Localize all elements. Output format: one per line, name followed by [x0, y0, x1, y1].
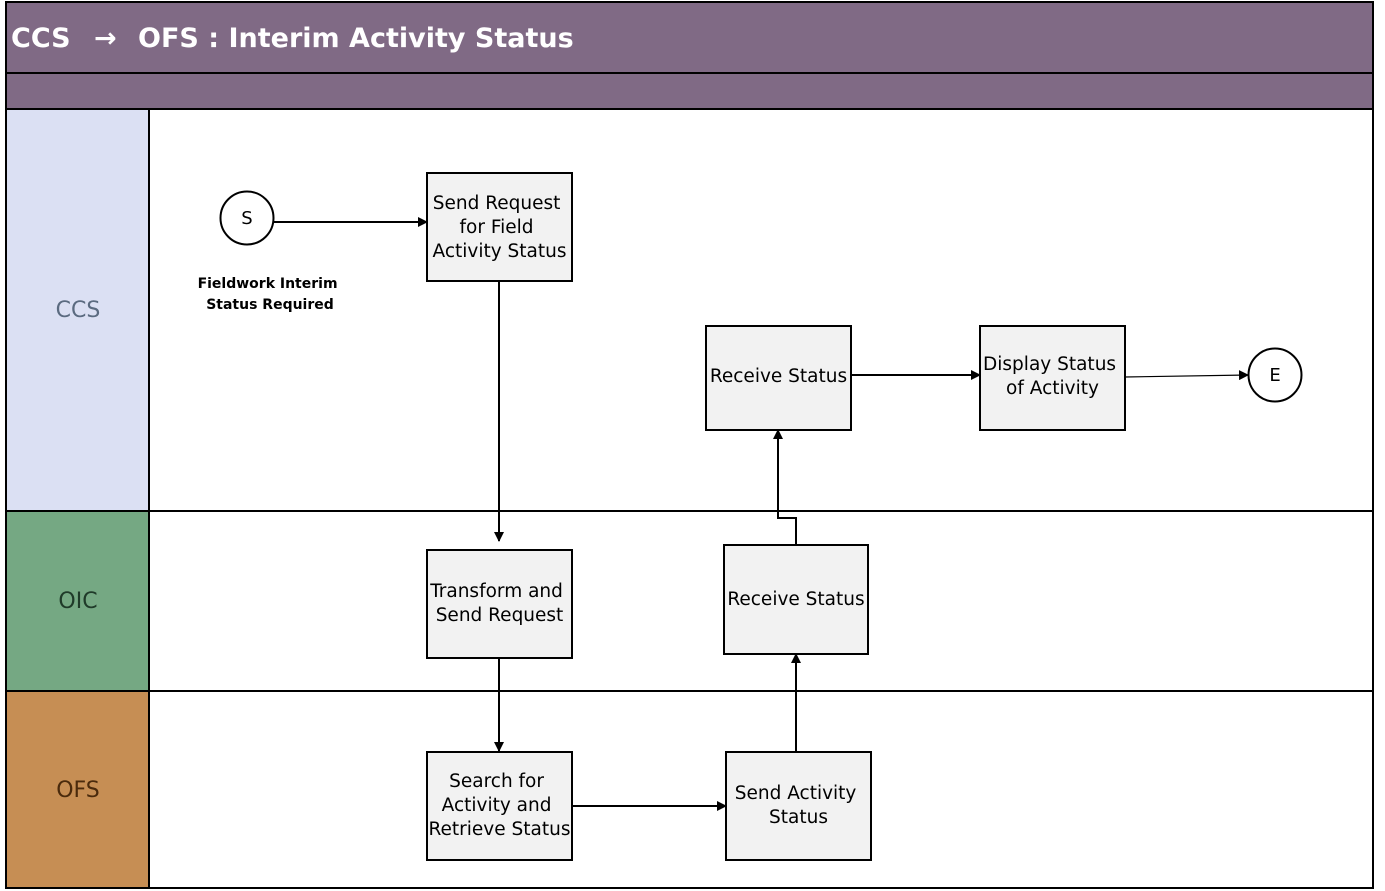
- lane-label-ccs: CCS: [56, 298, 101, 323]
- start-caption-line-1: Fieldwork Interim: [198, 276, 338, 292]
- box-receive-status-oic-line-1: Receive Status: [727, 589, 864, 610]
- box-receive-status-ccs-line-1: Receive Status: [710, 366, 847, 387]
- header-band: [5, 72, 1374, 110]
- box-send-request-line-1: Send Request: [433, 193, 561, 214]
- arrow-display-to-end: [1124, 370, 1249, 381]
- box-display-status-shape: [979, 325, 1126, 431]
- start-circle: [219, 190, 275, 246]
- box-display-status-line-2: of Activity: [1006, 378, 1099, 399]
- box-send-request-shape: [426, 172, 573, 282]
- box-search-shape: [426, 751, 573, 861]
- box-receive-status-ccs-label: Receive Status: [710, 366, 847, 387]
- end-letter: E: [1269, 365, 1280, 386]
- lane-label-oic: OIC: [58, 589, 97, 614]
- box-display-status-line-1: Display Status: [983, 354, 1116, 375]
- box-display-status: Display Status of Activity: [979, 325, 1126, 431]
- box-search-label: Search for Activity and Retrieve Status: [429, 771, 571, 840]
- box-receive-status-oic: Receive Status: [723, 544, 869, 655]
- start-caption: Fieldwork Interim Status Required: [198, 276, 343, 313]
- end-node: E: [1247, 347, 1303, 403]
- box-send-activity-shape: [725, 751, 872, 861]
- box-display-status-label: Display Status of Activity: [983, 354, 1122, 399]
- title-from: CCS: [11, 23, 71, 54]
- box-send-request-line-3: Activity Status: [432, 241, 566, 262]
- box-receive-status-ccs-shape: [705, 325, 852, 431]
- box-search-line-2: Activity and: [442, 795, 552, 816]
- box-send-activity-line-2: Status: [769, 807, 828, 828]
- box-send-request-label: Send Request for Field Activity Status: [432, 193, 566, 262]
- arrow-receive-oic-to-receive-ccs: [773, 429, 797, 545]
- connectors: [274, 217, 1249, 811]
- start-node: S: [219, 190, 275, 246]
- box-transform-label: Transform and Send Request: [429, 581, 569, 626]
- lane-ofs-header: [5, 690, 150, 889]
- title-rest: OFS : Interim Activity Status: [138, 23, 574, 54]
- start-letter: S: [241, 208, 252, 229]
- lane-ccs-header: [5, 108, 150, 512]
- end-circle: [1247, 347, 1303, 403]
- box-send-activity-label: Send Activity Status: [735, 783, 863, 828]
- lane-oic-header: [5, 510, 150, 692]
- box-receive-status-oic-shape: [723, 544, 869, 655]
- box-send-request: Send Request for Field Activity Status: [426, 172, 573, 282]
- box-transform-line-2: Send Request: [436, 605, 564, 626]
- box-receive-status-ccs: Receive Status: [705, 325, 852, 431]
- box-transform: Transform and Send Request: [426, 549, 573, 659]
- diagram-title: CCS → OFS : Interim Activity Status: [11, 23, 574, 54]
- box-transform-shape: [426, 549, 573, 659]
- box-send-activity-line-1: Send Activity: [735, 783, 857, 804]
- box-search-line-1: Search for: [449, 771, 544, 792]
- box-search: Search for Activity and Retrieve Status: [426, 751, 573, 861]
- title-bar: [5, 1, 1374, 74]
- start-caption-line-2: Status Required: [206, 297, 334, 313]
- box-send-request-line-2: for Field: [460, 217, 534, 238]
- title-arrow: →: [94, 23, 117, 54]
- lane-ccs-body: [148, 108, 1374, 512]
- box-search-line-3: Retrieve Status: [429, 819, 571, 840]
- box-transform-line-1: Transform and: [429, 581, 563, 602]
- box-receive-status-oic-label: Receive Status: [727, 589, 864, 610]
- lane-label-ofs: OFS: [56, 778, 100, 803]
- box-send-activity: Send Activity Status: [725, 751, 872, 861]
